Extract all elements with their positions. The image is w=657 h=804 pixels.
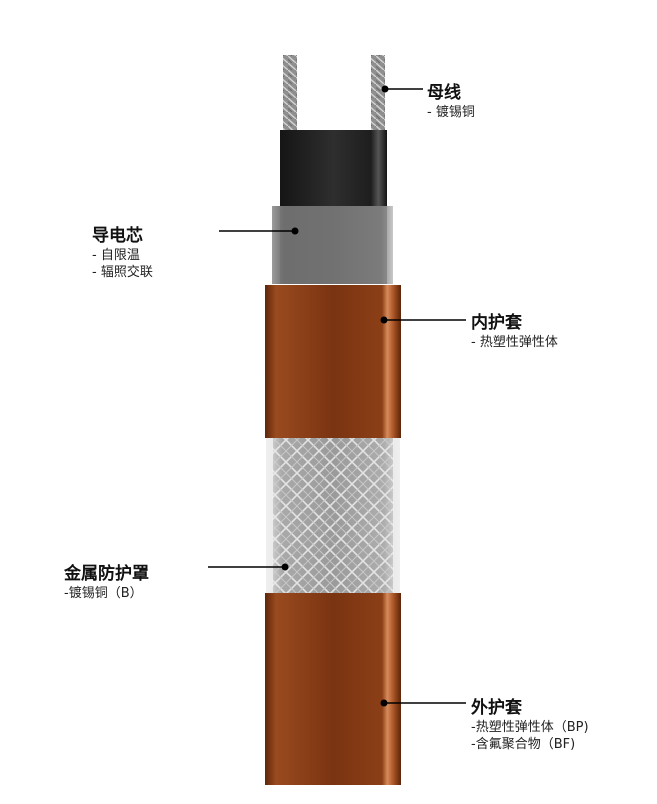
label-outer-jacket-title: 外护套 <box>471 698 522 718</box>
inner-jacket-section <box>265 285 401 438</box>
label-outer-jacket-line-1: -热塑性弹性体（BP) <box>471 720 589 735</box>
label-outer-jacket-line-2: -含氟聚合物（BF) <box>471 737 576 752</box>
label-conductive-core-title: 导电芯 <box>92 226 143 246</box>
label-bus-wire: 母线 - 镀锡铜 <box>427 82 475 121</box>
bus-wire-right <box>371 55 385 135</box>
label-inner-jacket: 内护套 - 热塑性弹性体 <box>471 312 558 351</box>
label-conductive-core-line-2: - 辐照交联 <box>92 265 153 280</box>
leader-inner-jacket <box>380 316 466 324</box>
label-outer-jacket: 外护套 -热塑性弹性体（BP) -含氟聚合物（BF) <box>471 697 589 753</box>
bus-wire-left <box>283 55 297 135</box>
leader-bus-wire <box>381 85 423 93</box>
leader-metal-braid <box>208 563 289 571</box>
core-black-section <box>280 130 387 208</box>
outer-jacket-section <box>265 593 401 785</box>
label-metal-braid: 金属防护罩 -镀锡铜（B） <box>64 563 149 602</box>
label-conductive-core-line-1: - 自限温 <box>92 248 140 263</box>
label-metal-braid-title: 金属防护罩 <box>64 564 149 584</box>
label-bus-wire-line-1: - 镀锡铜 <box>427 105 475 120</box>
leader-outer-jacket <box>380 699 466 707</box>
label-conductive-core: 导电芯 - 自限温 - 辐照交联 <box>92 225 153 281</box>
label-inner-jacket-line-1: - 热塑性弹性体 <box>471 335 558 350</box>
leader-conductive-core <box>219 227 299 235</box>
label-inner-jacket-title: 内护套 <box>471 313 522 333</box>
metal-braid-section <box>266 438 400 593</box>
label-metal-braid-line-1: -镀锡铜（B） <box>64 586 143 601</box>
label-bus-wire-title: 母线 <box>427 83 461 103</box>
